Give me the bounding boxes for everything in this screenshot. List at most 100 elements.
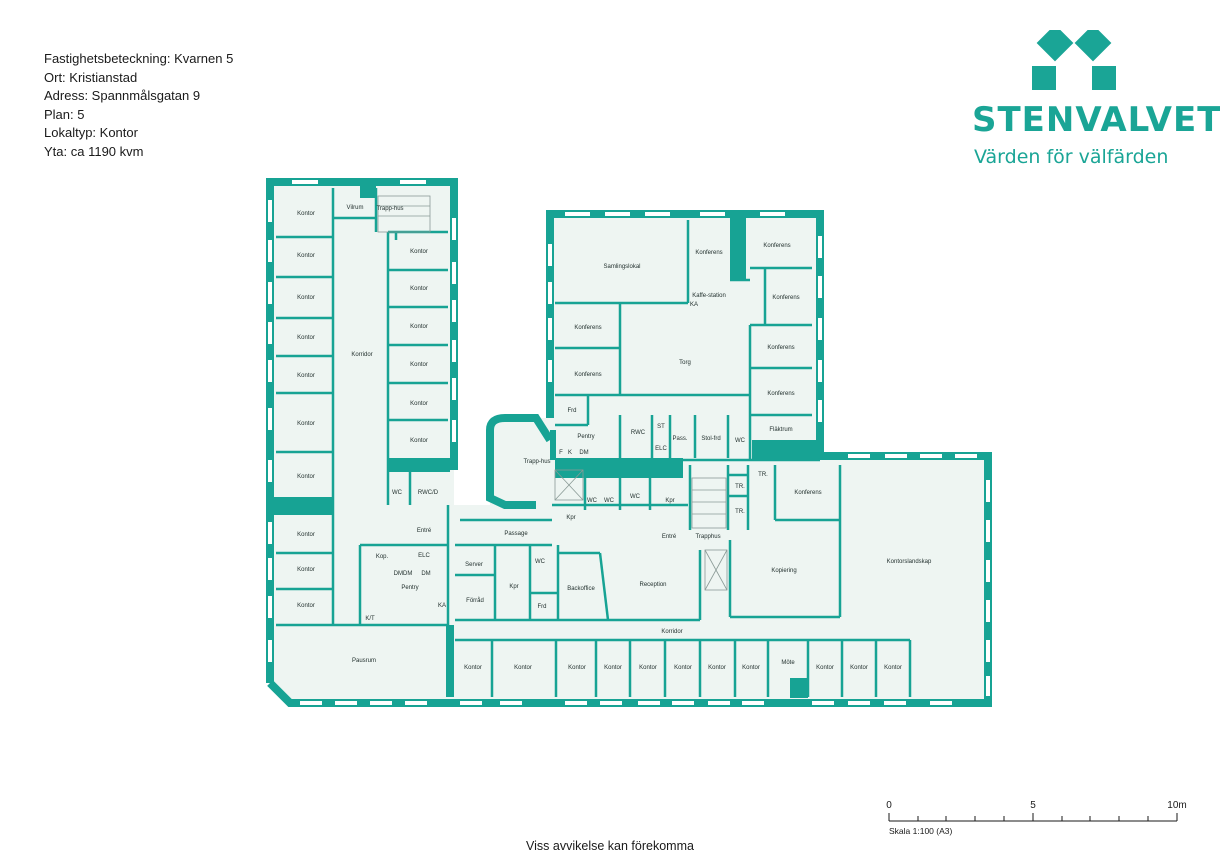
room-frd: Frd <box>538 604 547 610</box>
room-korridor: Korridor <box>351 352 372 358</box>
brand-logo: STENVALVET Värden för välfärden <box>968 30 1220 170</box>
scale-tick-0: 0 <box>886 800 892 811</box>
room-rwc: RWC <box>631 430 646 436</box>
room-trapphus: Trapp-hus <box>523 459 550 465</box>
room-kontor: Kontor <box>604 665 622 671</box>
room-elc: ELC <box>655 446 667 452</box>
room-pentry: Pentry <box>577 434 594 440</box>
room-frd: Frd <box>568 408 577 414</box>
room-kontor: Kontor <box>297 567 315 573</box>
stairs <box>377 195 728 591</box>
room-kontor: Kontor <box>639 665 657 671</box>
room-kopiering: Kopiering <box>771 568 796 574</box>
room-tr: TR. <box>735 509 745 515</box>
room-kontor: Kontor <box>297 603 315 609</box>
room-wc: WC <box>392 490 403 496</box>
label-dm: DM <box>579 450 588 456</box>
room-kontor: Kontor <box>297 211 315 217</box>
room-konferens: Konferens <box>574 372 601 378</box>
room-kontor: Kontor <box>708 665 726 671</box>
label-dm-row: DMDM <box>394 571 413 577</box>
room-server: Server <box>465 562 483 568</box>
room-kontor: Kontor <box>674 665 692 671</box>
room-kpr: Kpr <box>509 584 518 590</box>
room-forrad: Förråd <box>466 597 484 604</box>
room-tr: TR. <box>735 484 745 490</box>
room-backoffice: Backoffice <box>567 586 595 592</box>
label-ka: KA <box>438 603 446 609</box>
windows <box>268 180 990 705</box>
property-area: Yta: ca 1190 kvm <box>44 143 144 159</box>
room-pentry: Pentry <box>401 585 418 591</box>
room-mote: Möte <box>781 660 795 666</box>
room-samlingslokal: Samlingslokal <box>603 264 640 270</box>
room-kontor: Kontor <box>884 665 902 671</box>
room-elc: ELC <box>418 553 430 559</box>
scale-tick-5: 5 <box>1030 800 1036 811</box>
room-kpr: Kpr <box>566 515 575 521</box>
label-ka: KA <box>690 302 698 308</box>
room-st: ST <box>657 424 665 430</box>
room-kontor: Kontor <box>514 665 532 671</box>
room-kontor: Kontor <box>816 665 834 671</box>
room-konferens: Konferens <box>767 391 794 397</box>
room-kontor: Kontor <box>464 665 482 671</box>
room-kontor: Kontor <box>297 373 315 379</box>
room-entre: Entré <box>662 534 677 540</box>
room-passage: Passage <box>504 531 528 537</box>
stenvalvet-logo-icon <box>1032 30 1116 90</box>
room-kontor: Kontor <box>297 532 315 538</box>
room-torg: Torg <box>679 360 691 366</box>
room-kontor: Kontor <box>297 421 315 427</box>
scale-bar: 0 5 10m Skala 1:100 (A3) <box>886 800 1187 836</box>
brand-tagline: Värden för välfärden <box>974 146 1169 168</box>
room-konferens: Konferens <box>767 345 794 351</box>
room-korridor: Korridor <box>661 629 682 635</box>
room-kontor: Kontor <box>410 249 428 255</box>
room-konferens: Konferens <box>763 243 790 249</box>
room-kontor: Kontor <box>297 474 315 480</box>
label-f: F <box>559 450 563 456</box>
room-konferens: Konferens <box>772 295 799 301</box>
room-kaffestation: Kaffe-station <box>692 293 726 299</box>
room-pass: Pass. <box>672 436 687 442</box>
label-dm: DM <box>421 571 430 577</box>
room-trapphus: Trapp-hus <box>376 206 403 212</box>
room-kontor: Kontor <box>297 295 315 301</box>
room-wc: WC <box>735 438 746 444</box>
room-tr: TR. <box>758 472 768 478</box>
property-location: Ort: Kristianstad <box>44 69 138 85</box>
room-wc: WC <box>587 498 598 504</box>
property-floor: Plan: 5 <box>44 106 85 122</box>
room-kontor: Kontor <box>410 401 428 407</box>
room-wc: WC <box>535 559 546 565</box>
room-kontor: Kontor <box>850 665 868 671</box>
property-info: Fastighetsbeteckning: Kvarnen 5 Ort: Kri… <box>44 50 233 161</box>
plan-floor <box>270 182 988 703</box>
room-konferens: Konferens <box>695 250 722 256</box>
label-kt: K/T <box>365 616 375 622</box>
room-kpr: Kpr <box>665 498 674 504</box>
room-kontor: Kontor <box>410 324 428 330</box>
property-premises-type: Lokaltyp: Kontor <box>44 125 138 140</box>
room-kontor: Kontor <box>297 335 315 341</box>
room-kontor: Kontor <box>410 362 428 368</box>
scale-tick-10: 10m <box>1167 800 1186 811</box>
interior-walls <box>276 188 912 697</box>
property-address: Adress: Spannmålsgatan 9 <box>44 88 201 103</box>
room-kop: Kop. <box>376 554 389 560</box>
room-reception: Reception <box>639 582 666 588</box>
room-entre: Entré <box>417 528 432 534</box>
room-kontor: Kontor <box>297 253 315 259</box>
disclaimer: Viss avvikelse kan förekomma <box>526 839 694 853</box>
room-kontor: Kontor <box>410 438 428 444</box>
room-konferens: Konferens <box>794 490 821 496</box>
structural-columns <box>274 186 818 698</box>
room-stolfrd: Stol-frd <box>701 436 720 442</box>
brand-name: STENVALVET <box>972 100 1220 140</box>
label-k: K <box>568 450 572 456</box>
room-wc: WC <box>604 498 615 504</box>
room-vilrum: Vilrum <box>347 205 364 211</box>
property-designation: Fastighetsbeteckning: Kvarnen 5 <box>44 51 234 66</box>
